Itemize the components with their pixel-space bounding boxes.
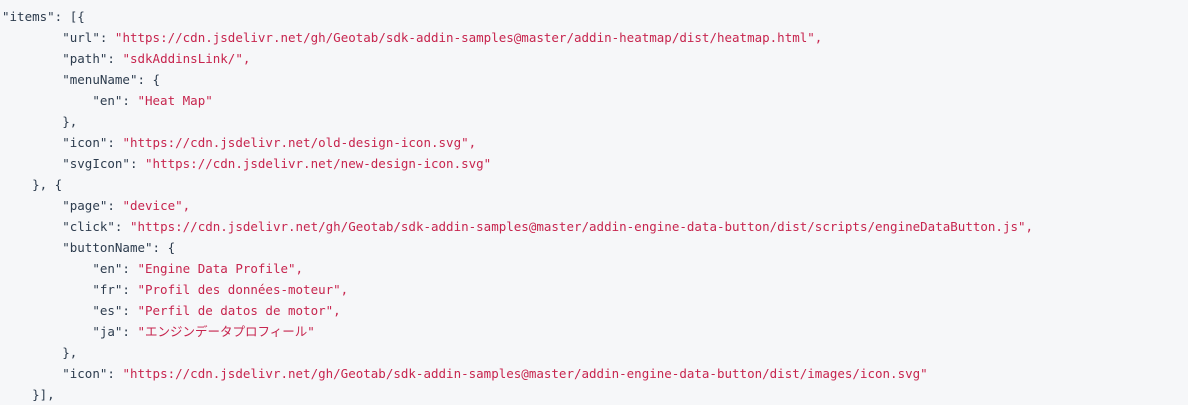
json-string-value: "エンジンデータプロフィール" — [137, 324, 315, 339]
json-key: "icon" — [62, 366, 108, 381]
code-indent — [2, 93, 92, 108]
json-punctuation: "items": [{ — [2, 9, 85, 24]
json-string-value: "https://cdn.jsdelivr.net/old-design-ico… — [122, 135, 477, 150]
json-punctuation: }, { — [32, 177, 63, 192]
json-key: "en" — [92, 261, 123, 276]
json-punctuation: : — [99, 30, 115, 45]
code-indent — [2, 366, 62, 381]
code-indent — [2, 30, 62, 45]
json-key: "buttonName" — [62, 240, 153, 255]
code-line: "svgIcon": "https://cdn.jsdelivr.net/new… — [0, 153, 1188, 174]
json-key: "fr" — [92, 282, 123, 297]
json-punctuation: : — [129, 156, 146, 171]
code-indent — [2, 135, 62, 150]
json-key: "svgIcon" — [62, 156, 130, 171]
code-line: "icon": "https://cdn.jsdelivr.net/gh/Geo… — [0, 363, 1188, 384]
code-line: "es": "Perfil de datos de motor", — [0, 300, 1188, 321]
code-indent — [2, 114, 62, 129]
json-key: "menuName" — [62, 72, 138, 87]
code-line: "menuName": { — [0, 69, 1188, 90]
json-punctuation: : — [107, 366, 123, 381]
code-line: "fr": "Profil des données-moteur", — [0, 279, 1188, 300]
code-line: "click": "https://cdn.jsdelivr.net/gh/Ge… — [0, 216, 1188, 237]
code-indent — [2, 240, 62, 255]
code-indent — [2, 219, 62, 234]
json-string-value: "Heat Map" — [137, 93, 213, 108]
json-punctuation: : { — [152, 240, 176, 255]
code-line: }, — [0, 111, 1188, 132]
json-key: "page" — [62, 198, 108, 213]
json-key: "path" — [62, 51, 108, 66]
code-indent — [2, 324, 92, 339]
json-string-value: "https://cdn.jsdelivr.net/new-design-ico… — [145, 156, 492, 171]
json-punctuation: : — [122, 93, 138, 108]
code-line: "en": "Engine Data Profile", — [0, 258, 1188, 279]
code-indent — [2, 261, 92, 276]
json-key: "es" — [92, 303, 123, 318]
json-key: "icon" — [62, 135, 108, 150]
json-punctuation: : — [122, 324, 138, 339]
code-line: }, — [0, 342, 1188, 363]
json-punctuation: : — [122, 303, 138, 318]
code-line: "buttonName": { — [0, 237, 1188, 258]
json-punctuation: : — [122, 282, 138, 297]
code-line: "page": "device", — [0, 195, 1188, 216]
code-line: "icon": "https://cdn.jsdelivr.net/old-de… — [0, 132, 1188, 153]
json-punctuation: }, — [62, 114, 78, 129]
json-punctuation: : { — [137, 72, 161, 87]
json-string-value: "device", — [122, 198, 191, 213]
json-punctuation: }], — [32, 387, 55, 402]
json-punctuation: : — [114, 219, 130, 234]
code-indent — [2, 156, 62, 171]
json-key: "ja" — [92, 324, 123, 339]
code-indent — [2, 303, 92, 318]
code-line: }], — [0, 384, 1188, 405]
json-key: "click" — [62, 219, 115, 234]
code-indent — [2, 387, 32, 402]
code-indent — [2, 345, 62, 360]
json-string-value: "https://cdn.jsdelivr.net/gh/Geotab/sdk-… — [122, 366, 928, 381]
json-string-value: "Engine Data Profile", — [137, 261, 304, 276]
json-punctuation: }, — [62, 345, 78, 360]
json-string-value: "sdkAddinsLink/", — [122, 51, 251, 66]
json-string-value: "Profil des données-moteur", — [137, 282, 349, 297]
json-key: "en" — [92, 93, 123, 108]
json-punctuation: : — [107, 51, 123, 66]
json-key: "url" — [62, 30, 100, 45]
code-indent — [2, 282, 92, 297]
json-punctuation: : — [107, 135, 123, 150]
code-indent — [2, 177, 32, 192]
json-string-value: "https://cdn.jsdelivr.net/gh/Geotab/sdk-… — [114, 30, 823, 45]
code-line: "path": "sdkAddinsLink/", — [0, 48, 1188, 69]
json-string-value: "https://cdn.jsdelivr.net/gh/Geotab/sdk-… — [129, 219, 1034, 234]
json-string-value: "Perfil de datos de motor", — [137, 303, 341, 318]
code-line: "en": "Heat Map" — [0, 90, 1188, 111]
json-punctuation: : — [107, 198, 123, 213]
code-line: "url": "https://cdn.jsdelivr.net/gh/Geot… — [0, 27, 1188, 48]
json-punctuation: : — [122, 261, 138, 276]
code-indent — [2, 198, 62, 213]
code-indent — [2, 51, 62, 66]
code-indent — [2, 72, 62, 87]
code-line: }, { — [0, 174, 1188, 195]
code-line: "ja": "エンジンデータプロフィール" — [0, 321, 1188, 342]
code-line: "items": [{ — [0, 6, 1188, 27]
